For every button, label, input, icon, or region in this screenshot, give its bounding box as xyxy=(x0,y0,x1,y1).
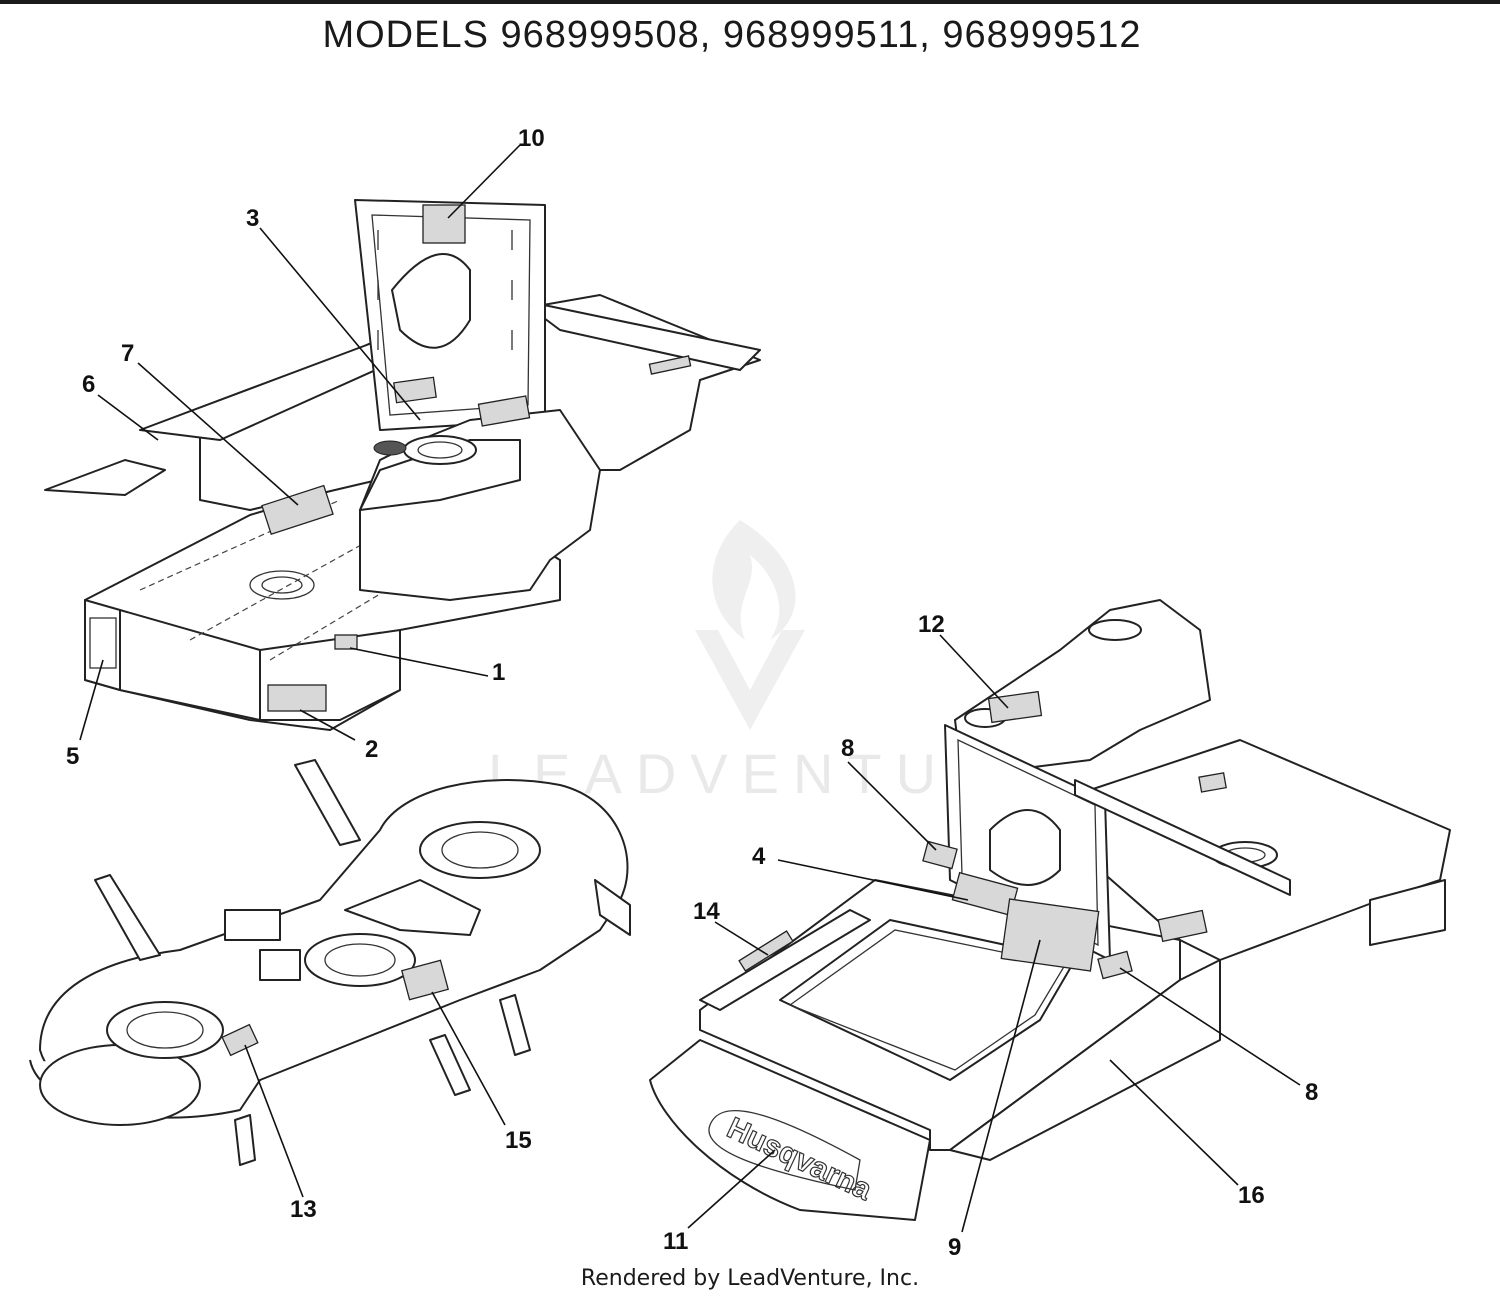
callout-7: 7 xyxy=(121,340,134,367)
callout-8-top: 8 xyxy=(841,735,854,762)
callout-5: 5 xyxy=(66,743,79,770)
callout-16: 16 xyxy=(1238,1182,1265,1209)
chassis-frame-upper-view xyxy=(44,199,761,731)
page-title: MODELS 968999508, 968999511, 968999512 xyxy=(322,14,1142,56)
callout-14: 14 xyxy=(693,898,720,925)
top-border-rule xyxy=(0,0,1500,4)
warning-decal-9 xyxy=(1000,898,1100,972)
decal-1 xyxy=(334,634,358,650)
footer-credit: Rendered by LeadVenture, Inc. xyxy=(580,1266,920,1291)
callout-15: 15 xyxy=(505,1127,532,1154)
seat-plate-decal xyxy=(422,204,466,244)
chassis-frame-lower-view: Husqvarna xyxy=(649,599,1451,1221)
callout-3: 3 xyxy=(246,205,259,232)
leader-lines xyxy=(79,144,1301,1233)
console-decal-12 xyxy=(987,690,1043,724)
callout-10: 10 xyxy=(518,125,545,152)
callout-8-bottom: 8 xyxy=(1305,1079,1318,1106)
mower-deck-view xyxy=(29,759,631,1166)
callout-12: 12 xyxy=(918,611,945,638)
callout-4: 4 xyxy=(752,843,766,870)
callout-2: 2 xyxy=(365,736,378,763)
callout-6: 6 xyxy=(82,371,95,398)
callout-1: 1 xyxy=(492,659,505,686)
callout-labels: 10 3 7 6 1 2 5 12 8 4 8 9 16 14 11 13 15 xyxy=(66,125,1318,1261)
decal-2 xyxy=(267,684,327,712)
warning-decal-7 xyxy=(261,484,334,535)
callout-9: 9 xyxy=(948,1234,961,1261)
callout-11: 11 xyxy=(663,1228,688,1255)
callout-13: 13 xyxy=(290,1196,317,1223)
